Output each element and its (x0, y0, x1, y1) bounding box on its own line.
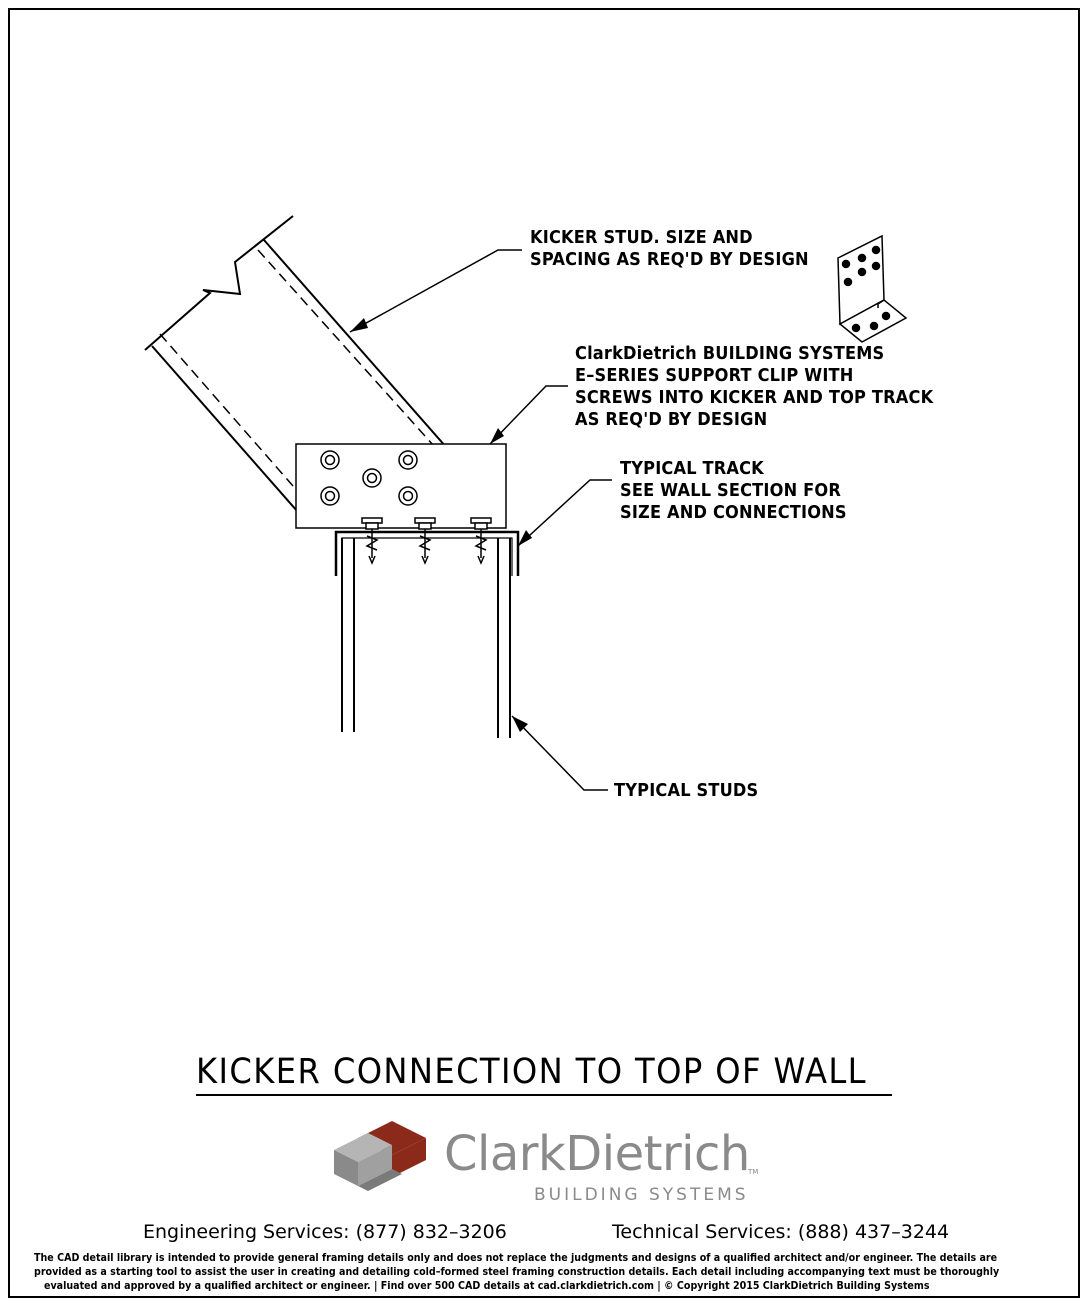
clip-screw-2 (398, 450, 418, 470)
clip-screw-1 (320, 450, 340, 470)
detail-title: KICKER CONNECTION TO TOP OF WALL (196, 1052, 867, 1092)
leader-studs (511, 715, 608, 791)
note-clip: ClarkDietrich BUILDING SYSTEMS E–SERIES … (575, 343, 933, 431)
logo-tagline: BUILDING SYSTEMS (534, 1185, 749, 1205)
note-clip-line-1: ClarkDietrich BUILDING SYSTEMS (575, 343, 885, 364)
kicker-stud-edge-left (151, 345, 313, 529)
top-track (334, 530, 520, 576)
note-kicker-line-1: KICKER STUD. SIZE AND (530, 227, 753, 248)
track-screw-1 (361, 517, 383, 565)
clip-screw-4 (320, 486, 340, 506)
kicker-stud-hidden-left (159, 333, 301, 495)
note-clip-line-3: SCREWS INTO KICKER AND TOP TRACK (575, 387, 934, 408)
note-clip-line-4: AS REQ'D BY DESIGN (575, 409, 768, 430)
note-track-line-2: SEE WALL SECTION FOR (620, 480, 841, 501)
disclaimer-line-3: evaluated and approved by a qualified ar… (44, 1280, 930, 1292)
track-screw-3 (470, 517, 492, 565)
detail-title-underline (196, 1094, 892, 1096)
leader-clip (489, 385, 568, 445)
disclaimer-line-2: provided as a starting tool to assist th… (34, 1266, 1000, 1278)
engineering-services-phone: Engineering Services: (877) 832–3206 (143, 1221, 507, 1243)
note-studs: TYPICAL STUDS (614, 780, 759, 801)
logo-trademark: TM (748, 1168, 759, 1176)
clarkdietrich-logo-mark (334, 1121, 426, 1191)
support-clip-isometric-icon (837, 234, 908, 343)
note-track: TYPICAL TRACK SEE WALL SECTION FOR SIZE … (620, 458, 847, 524)
note-kicker-line-2: SPACING AS REQ'D BY DESIGN (530, 249, 809, 270)
leader-kicker (349, 249, 522, 333)
technical-services-phone: Technical Services: (888) 437–3244 (612, 1221, 950, 1243)
track-screw-2 (414, 517, 436, 565)
note-kicker: KICKER STUD. SIZE AND SPACING AS REQ'D B… (530, 227, 809, 271)
logo-wordmark: ClarkDietrich (444, 1126, 750, 1182)
disclaimer-line-1: The CAD detail library is intended to pr… (34, 1252, 998, 1264)
sheet-border (8, 8, 1080, 1298)
note-track-line-1: TYPICAL TRACK (620, 458, 764, 479)
note-track-line-3: SIZE AND CONNECTIONS (620, 502, 847, 523)
leader-track (517, 479, 612, 547)
note-clip-line-2: E–SERIES SUPPORT CLIP WITH (575, 365, 854, 386)
kicker-stud-outline (144, 215, 294, 351)
clip-screw-3 (362, 468, 382, 488)
clip-screw-5 (398, 486, 418, 506)
